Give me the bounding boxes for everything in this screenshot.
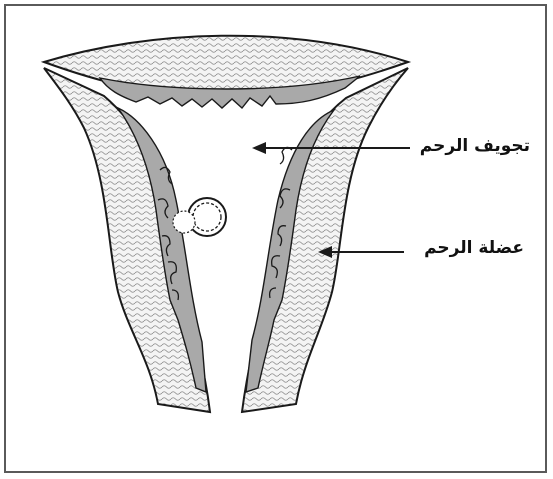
implanted-embryo-icon: [173, 198, 226, 236]
myometrium-label: عضلة الرحم: [404, 238, 524, 258]
myometrium-arrow: [318, 246, 404, 258]
cavity-label: تجويف الرحم: [410, 136, 530, 156]
